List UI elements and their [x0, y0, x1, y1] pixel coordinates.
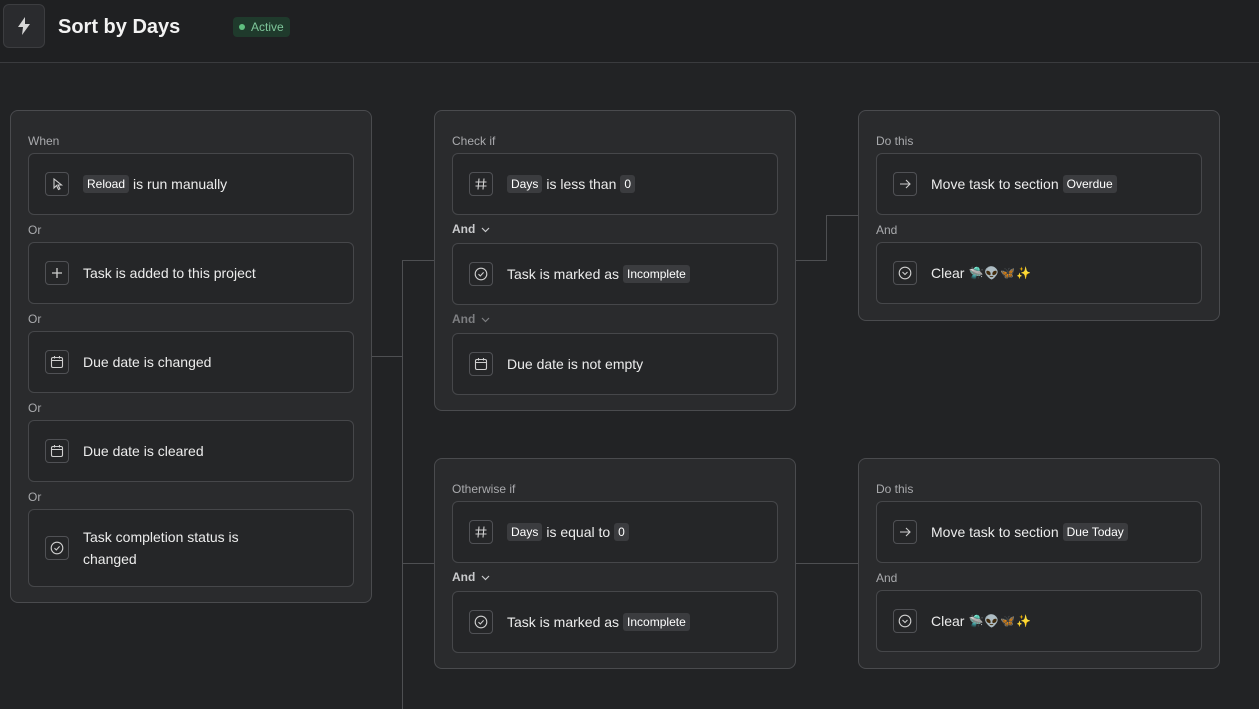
action-clear[interactable]: Clear 🛸👽🦋✨ [876, 242, 1202, 304]
card-label: Check if [452, 134, 496, 148]
action-text: Clear [931, 613, 965, 629]
condition-text: Task is marked as [507, 266, 620, 282]
action-clear[interactable]: Clear 🛸👽🦋✨ [876, 590, 1202, 652]
page-title: Sort by Days [58, 16, 181, 38]
card-label: Otherwise if [452, 482, 516, 496]
trigger-due-date-changed[interactable]: Due date is changed [28, 331, 354, 393]
trigger-text: Task is added to this project [83, 265, 256, 281]
condition-days-less-than[interactable]: Days is less than 0 [452, 153, 778, 215]
plus-icon [45, 261, 69, 285]
value-chip: 0 [620, 175, 636, 193]
and-separator: And [876, 571, 898, 585]
chevron-circle-icon [893, 261, 917, 285]
hash-icon [469, 172, 493, 196]
field-chip: Days [507, 523, 543, 541]
calendar-icon [469, 352, 493, 376]
status-label: Active [251, 20, 284, 34]
and-dropdown[interactable]: And [452, 312, 490, 326]
condition-task-incomplete[interactable]: Task is marked as Incomplete [452, 591, 778, 653]
trigger-text: is run manually [133, 176, 228, 192]
trigger-due-date-cleared[interactable]: Due date is cleared [28, 420, 354, 482]
when-card[interactable]: When Reload is run manually Or Task is a… [10, 110, 372, 603]
chevron-down-icon [481, 227, 490, 233]
field-chip: Days [507, 175, 543, 193]
connector-line [402, 563, 435, 564]
action-text: Clear [931, 265, 965, 281]
calendar-icon [45, 350, 69, 374]
or-separator: Or [28, 223, 42, 237]
pointer-click-icon [45, 172, 69, 196]
and-dropdown[interactable]: And [452, 570, 490, 584]
action-text: Move task to section [931, 176, 1059, 192]
trigger-task-added[interactable]: Task is added to this project [28, 242, 354, 304]
condition-text: is less than [546, 176, 617, 192]
hash-icon [469, 520, 493, 544]
arrow-right-icon [893, 520, 917, 544]
trigger-text-line1: Task completion status is [83, 529, 239, 545]
check-circle-icon [469, 262, 493, 286]
and-dropdown[interactable]: And [452, 222, 490, 236]
card-label: Do this [876, 134, 914, 148]
lightning-icon[interactable] [3, 4, 45, 48]
trigger-chip: Reload [83, 175, 130, 193]
or-separator: Or [28, 401, 42, 415]
chevron-down-icon [481, 317, 490, 323]
action-move-to-overdue[interactable]: Move task to section Overdue [876, 153, 1202, 215]
action-move-to-due-today[interactable]: Move task to section Due Today [876, 501, 1202, 563]
or-separator: Or [28, 312, 42, 326]
card-label: When [28, 134, 60, 148]
check-circle-icon [469, 610, 493, 634]
status-dot-icon [239, 24, 245, 30]
trigger-text: Due date is changed [83, 354, 212, 370]
action-text: Move task to section [931, 524, 1059, 540]
trigger-text: Due date is cleared [83, 443, 204, 459]
section-chip: Overdue [1062, 175, 1117, 193]
value-chip: Incomplete [623, 265, 690, 283]
emoji-labels: 🛸👽🦋✨ [968, 266, 1033, 280]
connector-line [795, 563, 859, 564]
do-this-card-overdue[interactable]: Do this Move task to section Overdue And… [858, 110, 1220, 321]
condition-text: Due date is not empty [507, 356, 644, 372]
condition-text: is equal to [546, 524, 611, 540]
check-if-card[interactable]: Check if Days is less than 0 And Task is… [434, 110, 796, 411]
trigger-completion-changed[interactable]: Task completion status is changed [28, 509, 354, 587]
emoji-labels: 🛸👽🦋✨ [968, 614, 1033, 628]
arrow-right-icon [893, 172, 917, 196]
condition-task-incomplete[interactable]: Task is marked as Incomplete [452, 243, 778, 305]
trigger-text-line2: changed [83, 551, 137, 567]
chevron-circle-icon [893, 609, 917, 633]
status-badge: Active [233, 17, 290, 37]
condition-days-equal[interactable]: Days is equal to 0 [452, 501, 778, 563]
connector-line [402, 260, 403, 709]
connector-line [795, 260, 827, 261]
otherwise-if-card[interactable]: Otherwise if Days is equal to 0 And Task… [434, 458, 796, 669]
condition-due-date-not-empty[interactable]: Due date is not empty [452, 333, 778, 395]
value-chip: 0 [614, 523, 629, 541]
section-chip: Due Today [1062, 523, 1128, 541]
chevron-down-icon [481, 575, 490, 581]
connector-line [826, 215, 827, 261]
connector-line [826, 215, 859, 216]
card-label: Do this [876, 482, 914, 496]
value-chip: Incomplete [623, 613, 690, 631]
connector-line [371, 356, 403, 357]
connector-line [402, 260, 435, 261]
do-this-card-due-today[interactable]: Do this Move task to section Due Today A… [858, 458, 1220, 669]
or-separator: Or [28, 490, 42, 504]
and-separator: And [876, 223, 898, 237]
top-bar: Sort by Days Active [0, 0, 1259, 63]
check-circle-icon [45, 536, 69, 560]
calendar-icon [45, 439, 69, 463]
condition-text: Task is marked as [507, 614, 620, 630]
trigger-run-manually[interactable]: Reload is run manually [28, 153, 354, 215]
